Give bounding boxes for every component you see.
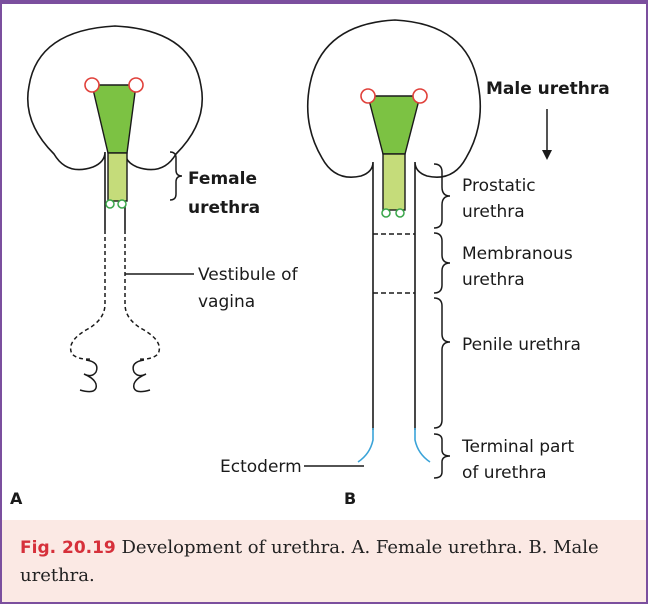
male-urethra-tube [383, 154, 405, 210]
ectoderm-right [415, 428, 430, 462]
panel-a-letter: A [10, 489, 23, 508]
vestibule-label-line2: vagina [198, 292, 255, 312]
membranous-brace [434, 233, 450, 293]
penile-label-line1: Penile urethra [462, 335, 581, 355]
labia-curl-right [133, 360, 150, 392]
female-urethra-label-line2: urethra [188, 198, 260, 218]
prostatic-brace [434, 164, 450, 228]
vestibule-label-line1: Vestibule of [198, 265, 299, 285]
figure-number: Fig. 20.19 [20, 538, 116, 558]
membranous-label-line1: Membranous [462, 244, 573, 264]
membranous-label-line2: urethra [462, 270, 525, 290]
male-cloaca-outline [308, 20, 481, 430]
figure-caption: Fig. 20.19 Development of urethra. A. Fe… [20, 534, 628, 589]
ureter-opening-right [129, 78, 143, 92]
urethra-diagram: Female urethra Vestibule of vagina A Mal… [2, 4, 646, 520]
duct-opening-right [118, 200, 126, 208]
male-duct-opening-left [382, 209, 390, 217]
vestibule-outline [71, 230, 160, 359]
terminal-brace [434, 434, 450, 478]
labia-curl-left [80, 360, 97, 392]
prostatic-label-line2: urethra [462, 202, 525, 222]
female-urethra-label-line1: Female [188, 169, 257, 189]
female-urethra-tube [108, 153, 127, 201]
ectoderm-left [358, 428, 373, 462]
male-bladder [368, 96, 420, 154]
penile-brace [434, 298, 450, 428]
male-ureter-opening-right [413, 89, 427, 103]
duct-opening-left [106, 200, 114, 208]
male-ureter-opening-left [361, 89, 375, 103]
panel-b: Male urethra Prostatic urethra Membranou… [220, 20, 610, 508]
male-urethra-title: Male urethra [486, 79, 610, 99]
male-urethra-arrow-head [542, 150, 552, 160]
terminal-label-line2: of urethra [462, 463, 547, 483]
caption-band: Fig. 20.19 Development of urethra. A. Fe… [2, 520, 646, 602]
ectoderm-label: Ectoderm [220, 457, 302, 477]
prostatic-label-line1: Prostatic [462, 176, 536, 196]
female-bladder [92, 85, 136, 153]
panel-b-letter: B [344, 489, 356, 508]
male-duct-opening-right [396, 209, 404, 217]
terminal-label-line1: Terminal part [461, 437, 574, 457]
panel-a: Female urethra Vestibule of vagina A [10, 26, 299, 508]
ureter-opening-left [85, 78, 99, 92]
figure-area: Female urethra Vestibule of vagina A Mal… [2, 4, 646, 520]
